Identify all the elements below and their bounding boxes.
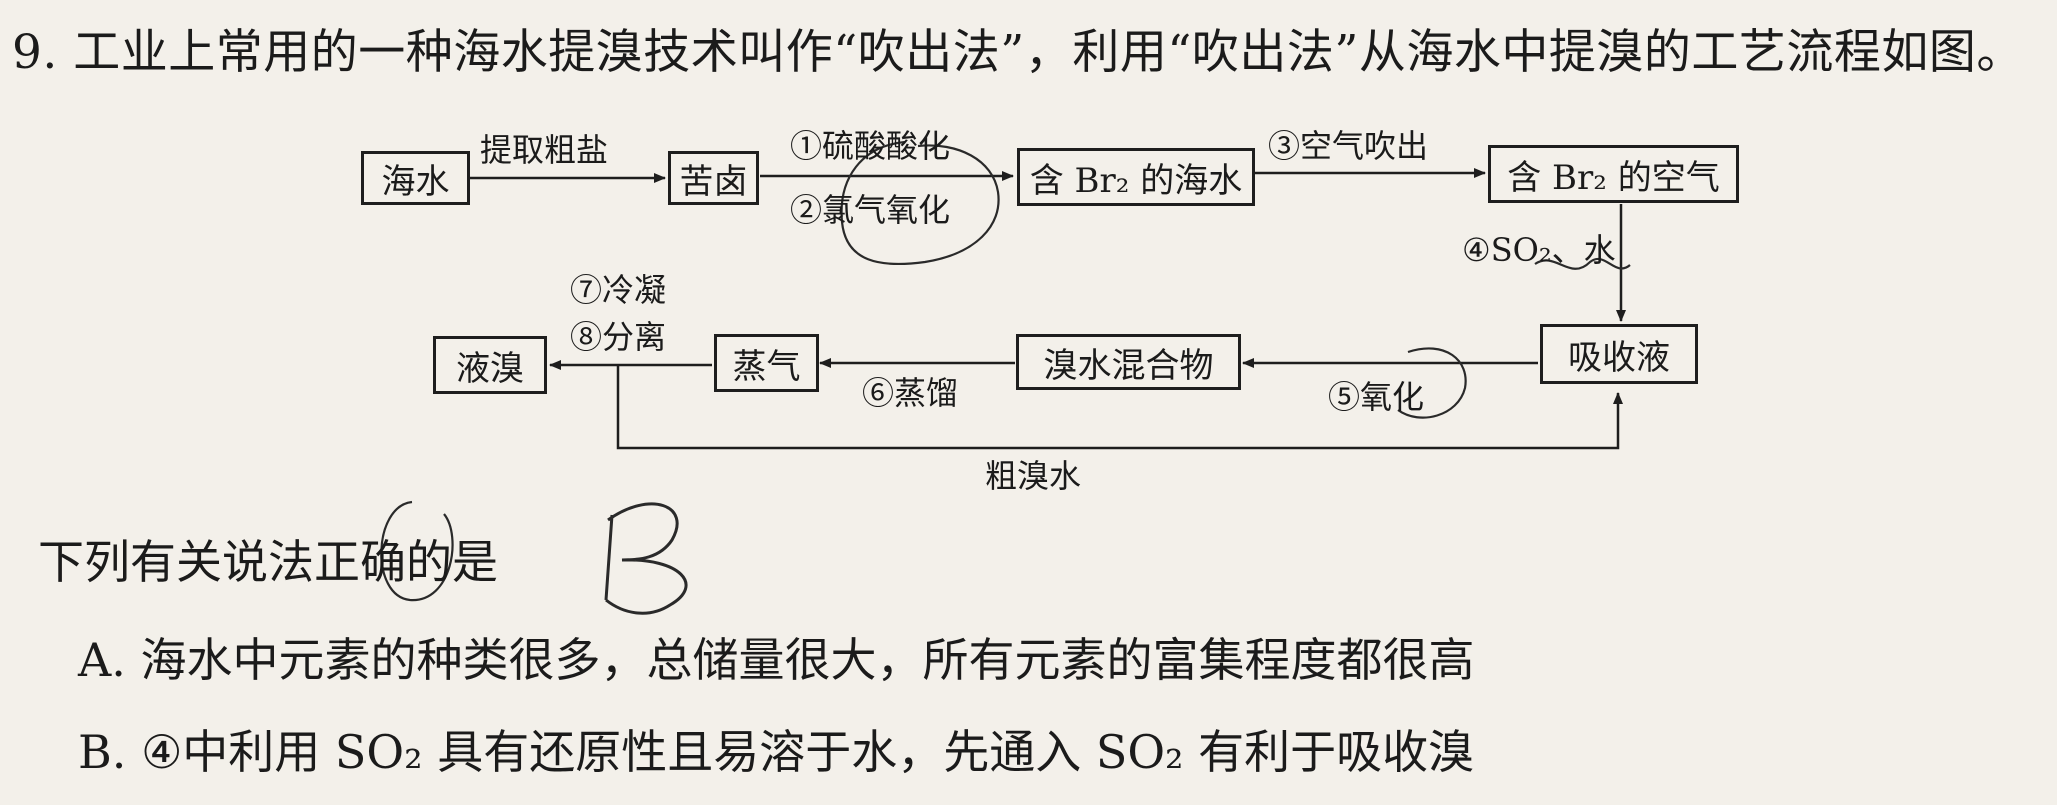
label-step8: ⑧分离 [570, 318, 667, 356]
handwritten-marks [380, 140, 1631, 615]
option-a: A. 海水中元素的种类很多，总储量很大，所有元素的富集程度都很高 [78, 630, 1474, 690]
label-step3: ③空气吹出 [1268, 127, 1429, 165]
hand-answer-b [604, 502, 688, 615]
option-b-label: B. [78, 725, 127, 779]
option-a-text: 海水中元素的种类很多，总储量很大，所有元素的富集程度都很高 [140, 633, 1475, 687]
option-b: B. ④中利用 SO₂ 具有还原性且易溶于水，先通入 SO₂ 有利于吸收溴 [78, 722, 1474, 782]
label-step4: ④SO₂、水 [1462, 231, 1616, 269]
label-step6: ⑥蒸馏 [862, 374, 959, 412]
node-absorbent: 吸收液 [1540, 324, 1698, 384]
option-a-label: A. [78, 633, 126, 687]
arrow-crude-bromine-water-loop [616, 365, 1623, 450]
node-br2-seawater: 含 Br₂ 的海水 [1017, 148, 1255, 206]
question-prompt: 下列有关说法正确的是 [38, 535, 498, 589]
node-liquid-bromine: 液溴 [433, 336, 547, 394]
hand-scribble-so2 [1534, 257, 1631, 270]
node-bromine-water-mix: 溴水混合物 [1016, 334, 1241, 390]
node-br2-air: 含 Br₂ 的空气 [1488, 145, 1739, 203]
label-step1: ①硫酸酸化 [790, 127, 951, 165]
label-step5: ⑤氧化 [1328, 378, 1425, 416]
node-seawater: 海水 [361, 151, 470, 205]
hand-circle-step5 [1397, 347, 1467, 419]
node-steam: 蒸气 [714, 334, 819, 392]
label-step7: ⑦冷凝 [570, 271, 667, 309]
option-b-text: ④中利用 SO₂ 具有还原性且易溶于水，先通入 SO₂ 有利于吸收溴 [141, 725, 1475, 779]
label-extract-salt: 提取粗盐 [480, 131, 609, 169]
hand-circle-correct [380, 500, 454, 602]
hand-circle-step2 [840, 140, 1000, 266]
question-title: 9. 工业上常用的一种海水提溴技术叫作“吹出法”，利用“吹出法”从海水中提溴的工… [12, 25, 2024, 80]
label-step2: ②氯气氧化 [790, 191, 951, 229]
label-crude-bromine-water: 粗溴水 [985, 457, 1082, 495]
node-bittern: 苦卤 [668, 151, 759, 205]
